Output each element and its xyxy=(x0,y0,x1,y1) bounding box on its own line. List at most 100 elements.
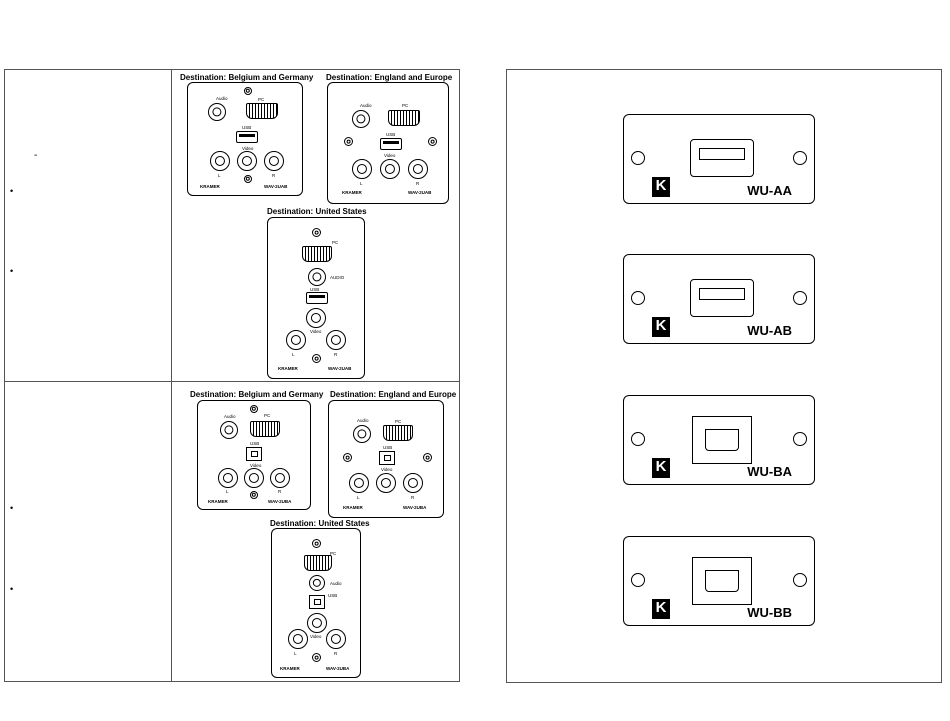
module-wu-bb: K WU-BB xyxy=(623,536,815,626)
destination-title: Destination: Belgium and Germany xyxy=(190,390,324,399)
rca-jack-r xyxy=(264,151,284,171)
audio-jack xyxy=(353,425,371,443)
usb-a-port xyxy=(690,139,754,177)
vga-port xyxy=(383,425,413,441)
model-label: WAV-2UBA xyxy=(403,505,427,510)
vga-port xyxy=(250,421,280,437)
wall-plate-england: Audio PC USB Video L R KRAMER WAV-2UAB xyxy=(327,82,449,204)
destination-title: Destination: Belgium and Germany xyxy=(180,73,314,82)
audio-jack xyxy=(308,268,326,286)
audio-label: AUDIO xyxy=(330,275,345,280)
r-label: R xyxy=(334,352,338,357)
brand-label: KRAMER xyxy=(208,499,228,504)
rca-jack-video xyxy=(307,613,327,633)
video-label: Video xyxy=(250,463,262,468)
module-wu-ba: K WU-BA xyxy=(623,395,815,485)
mounting-hole xyxy=(312,354,321,363)
video-label: Video xyxy=(310,329,322,334)
rca-jack-l xyxy=(352,159,372,179)
mounting-hole xyxy=(250,405,258,413)
pc-label: PC xyxy=(402,103,409,108)
left-page: - • • • • Destination: Belgium and Germa… xyxy=(4,69,460,682)
mounting-hole xyxy=(428,137,437,146)
mounting-hole xyxy=(793,151,807,165)
bullet: • xyxy=(10,266,14,276)
brand-label: KRAMER xyxy=(343,505,363,510)
usb-b-port xyxy=(692,416,752,464)
mounting-hole xyxy=(631,151,645,165)
model-label: WAV-2UAB xyxy=(264,184,288,189)
usb-b-port xyxy=(309,595,325,609)
mounting-hole xyxy=(343,453,352,462)
r-label: R xyxy=(411,495,415,500)
module-wu-aa: K WU-AA xyxy=(623,114,815,204)
usb-a-port xyxy=(690,279,754,317)
rca-jack-video xyxy=(244,468,264,488)
pc-label: PC xyxy=(332,240,339,245)
r-label: R xyxy=(278,489,282,494)
destination-title: Destination: England and Europe xyxy=(326,73,453,82)
bullet: • xyxy=(10,584,14,594)
usb-label: USB xyxy=(310,287,320,292)
l-label: L xyxy=(357,495,360,500)
mounting-hole xyxy=(631,432,645,446)
vga-port xyxy=(246,103,278,119)
rca-jack-r xyxy=(403,473,423,493)
brand-label: KRAMER xyxy=(278,366,298,371)
kramer-logo: K xyxy=(652,458,670,478)
mounting-hole xyxy=(312,653,321,662)
mounting-hole xyxy=(312,228,321,237)
wall-plate-us: PC Audio USB Video L R KRAMER WAV-2UBA xyxy=(271,528,361,678)
destination-title: Destination: England and Europe xyxy=(330,390,457,399)
r-label: R xyxy=(272,173,276,178)
mounting-hole xyxy=(793,573,807,587)
l-label: L xyxy=(360,181,363,186)
pc-label: PC xyxy=(264,413,271,418)
l-label: L xyxy=(292,352,295,357)
wall-plate-belgium: Audio PC USB Video L R KRAMER WAV-2UAB xyxy=(187,82,303,196)
kramer-logo: K xyxy=(652,177,670,197)
usb-b-port xyxy=(692,557,752,605)
mounting-hole xyxy=(250,491,258,499)
mounting-hole xyxy=(244,87,252,95)
audio-label: Audio xyxy=(224,414,236,419)
brand-label: KRAMER xyxy=(342,190,362,195)
rca-jack-l xyxy=(288,629,308,649)
usb-label: USB xyxy=(383,445,393,450)
wall-plate-england: Audio PC USB Video L R KRAMER WAV-2UBA xyxy=(328,400,444,518)
rca-jack-l xyxy=(218,468,238,488)
rca-jack-r xyxy=(326,330,346,350)
usb-label: USB xyxy=(328,593,338,598)
rca-jack-video xyxy=(237,151,257,171)
video-label: Video xyxy=(381,467,393,472)
rca-jack-l xyxy=(349,473,369,493)
rca-jack-r xyxy=(270,468,290,488)
mounting-hole xyxy=(631,573,645,587)
audio-label: Audio xyxy=(330,581,342,586)
rca-jack-l xyxy=(286,330,306,350)
r-label: R xyxy=(416,181,420,186)
rca-jack-l xyxy=(210,151,230,171)
vga-port xyxy=(302,246,332,262)
usb-a-port xyxy=(306,292,328,304)
vga-port xyxy=(304,555,332,571)
destination-title: Destination: United States xyxy=(267,207,367,216)
bullet: • xyxy=(10,503,14,513)
model-label: WAV-2UAB xyxy=(328,366,352,371)
audio-jack xyxy=(220,421,238,439)
video-label: Video xyxy=(242,146,254,151)
vga-port xyxy=(388,110,420,126)
l-label: L xyxy=(218,173,221,178)
mounting-hole xyxy=(312,539,321,548)
audio-label: Audio xyxy=(216,96,228,101)
pc-label: PC xyxy=(330,551,337,556)
model-label: WAV-2UBA xyxy=(326,666,350,671)
rca-jack-video xyxy=(376,473,396,493)
usb-label: USB xyxy=(250,441,260,446)
audio-jack xyxy=(309,575,325,591)
pc-label: PC xyxy=(258,97,265,102)
l-label: L xyxy=(294,651,297,656)
module-name: WU-BB xyxy=(747,605,792,620)
rca-jack-video xyxy=(306,308,326,328)
video-label: Video xyxy=(310,634,322,639)
